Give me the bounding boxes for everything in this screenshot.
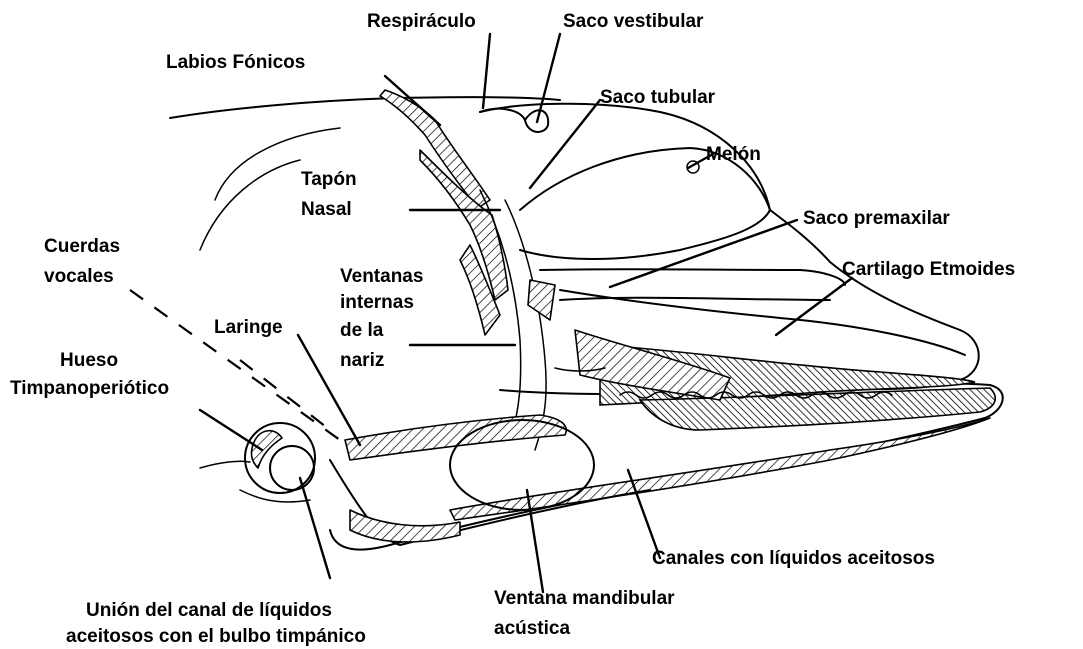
label-cuerdas-vocales-1: Cuerdas [44, 236, 120, 257]
label-ventanas-2: internas [340, 292, 414, 313]
leader-saco-vestibular [537, 34, 560, 122]
label-tapon-nasal-2: Nasal [301, 199, 352, 220]
label-hueso-1: Hueso [60, 350, 118, 371]
vocal-cords-dash-2 [240, 360, 330, 430]
label-ventanas-3: de la [340, 320, 384, 341]
label-hueso-2: Timpanoperiótico [10, 378, 169, 399]
leader-saco-premaxilar [610, 220, 797, 287]
label-ventanas-4: nariz [340, 350, 384, 371]
phonic-lips-hatch [380, 90, 490, 208]
label-ventanas-1: Ventanas [340, 266, 423, 287]
label-cartilago-etmoides: Cartilago Etmoides [842, 259, 1015, 280]
etmoides-inner [560, 298, 830, 300]
head-outline [170, 97, 1003, 549]
leader-union [300, 478, 330, 578]
label-union-2: aceitosos con el bulbo timpánico [66, 626, 366, 647]
label-laringe: Laringe [214, 317, 283, 338]
premaxillary-sac [540, 269, 845, 285]
label-union-1: Unión del canal de líquidos [86, 600, 332, 621]
leader-hueso [200, 410, 262, 450]
label-saco-premaxilar: Saco premaxilar [803, 208, 950, 229]
label-melon: Melón [706, 144, 761, 165]
epiglottis-hatch [528, 280, 555, 320]
leader-cartilago [776, 278, 852, 335]
nasal-passage-line-2 [505, 200, 546, 450]
label-canales: Canales con líquidos aceitosos [652, 548, 935, 569]
label-saco-vestibular: Saco vestibular [563, 11, 704, 32]
larynx-hatch [345, 415, 566, 460]
label-respiraculo: Respiráculo [367, 11, 476, 32]
label-ventana-mandibular-1: Ventana mandibular [494, 588, 675, 609]
label-cuerdas-vocales-2: vocales [44, 266, 114, 287]
label-labios-fonicos: Labios Fónicos [166, 52, 305, 73]
tympanic-bulla-inner [270, 446, 314, 490]
label-ventana-mandibular-2: acústica [494, 618, 570, 639]
label-tapon-nasal-1: Tapón [301, 169, 357, 190]
vestibular-sac-outer [480, 109, 525, 120]
tympanic-bulla-hatch [252, 431, 282, 468]
skull-bottom-line [200, 461, 250, 468]
vocal-cords-dash-1 [130, 290, 340, 440]
label-saco-tubular: Saco tubular [600, 87, 716, 108]
